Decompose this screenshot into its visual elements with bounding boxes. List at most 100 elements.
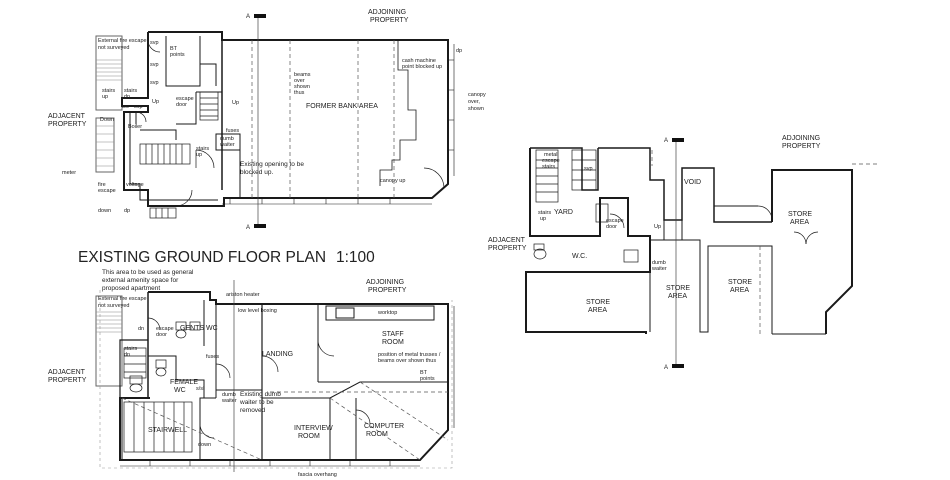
ground-floor-labels: ADJOINING PROPERTY External fire escape … (48, 9, 486, 231)
bt-points-ff-1: BT (420, 370, 428, 376)
escape-door-ff-2: door (156, 332, 167, 338)
section-a-2: A (246, 225, 250, 231)
adjacent-label-2: PROPERTY (48, 121, 87, 128)
ground-floor-plan (95, 14, 455, 228)
svp-label-3: svp (150, 80, 159, 86)
store-area-2-b: AREA (668, 293, 687, 300)
ext-escape-ff-2: not surveyed (98, 303, 130, 309)
stairs-up-2: up (102, 94, 108, 100)
former-bank-label: FORMER BANK AREA (306, 103, 378, 110)
svp-label-4: svp (134, 104, 143, 110)
void-label: VOID (684, 179, 701, 186)
beams-2: over (294, 78, 305, 84)
dumb-waiter-b-1: dumb (652, 260, 666, 266)
existing-opening-1: Existing opening to be (240, 161, 304, 168)
metal-escape-2: escape (542, 158, 560, 164)
existing-opening-2: blocked up. (240, 169, 273, 176)
fascia-label: fascia overhang (298, 472, 337, 478)
beams-4: thus (294, 90, 305, 96)
interview-2: ROOM (298, 433, 320, 440)
existing-dumb-2: waiter to be (239, 399, 274, 406)
existing-dumb-1: Existing dumb (240, 391, 281, 398)
adjoining-ff-2: PROPERTY (368, 287, 407, 294)
metal-escape-1: metal (544, 152, 557, 158)
staff-room-1: STAFF (382, 331, 404, 338)
stairs-dn-ff-1: stairs (124, 346, 137, 352)
metal-trusses-1: position of metal trusses / (378, 352, 441, 358)
sink-label: s/sl (196, 386, 204, 392)
adjoining-label-1: ADJOINING (368, 9, 406, 16)
existing-dumb-3: removed (240, 407, 266, 414)
down-label: Down (100, 117, 114, 123)
basement-labels: ADJOINING PROPERTY metal escape stairs s… (488, 135, 821, 371)
cash-machine-1: cash machine (402, 58, 436, 64)
dumb-waiter-b-2: waiter (651, 266, 667, 272)
stairwell-label: STAIRWELL (148, 427, 187, 434)
svp-label-2: svp (150, 62, 159, 68)
female-wc-2: WC (174, 387, 186, 394)
down-lower-label: down (98, 208, 111, 214)
adjacent-ff-1: ADJACENT (48, 369, 86, 376)
dp-label-2: dp (124, 208, 130, 214)
adjoining-ff-1: ADJOINING (366, 279, 404, 286)
boiler-label: Boiler (128, 124, 142, 130)
adjoining-label-2: PROPERTY (370, 17, 409, 24)
up-label: Up (152, 99, 159, 105)
adjacent-b-1: ADJACENT (488, 237, 526, 244)
beams-3: shown (294, 84, 310, 90)
staff-room-2: ROOM (382, 339, 404, 346)
section-a-3: A (664, 138, 668, 144)
cash-machine-2: point blocked up (402, 64, 442, 70)
fire-escape-2: escape (98, 188, 116, 194)
worktop-label: worktop (377, 310, 397, 316)
ariston-label: ariston heater (226, 292, 260, 298)
section-a-1: A (246, 14, 250, 20)
metal-trusses-2: beams over shown thus (378, 358, 436, 364)
adjoining-b-2: PROPERTY (782, 143, 821, 150)
adjacent-b-2: PROPERTY (488, 245, 527, 252)
adjacent-ff-2: PROPERTY (48, 377, 87, 384)
section-a-4: A (664, 365, 668, 371)
ext-escape-label-2: not surveyed (98, 45, 130, 51)
dumb-waiter-2: waiter (219, 142, 235, 148)
adjacent-label-1: ADJACENT (48, 113, 86, 120)
interview-1: INTERVIEW (294, 425, 333, 432)
canopy-2: over, (468, 99, 480, 105)
amenity-1: This area to be used as general (102, 269, 194, 276)
svp-b-label: svp (584, 166, 593, 172)
stairs-up-3: stairs (196, 146, 209, 152)
gents-wc-label: GENTS WC (180, 325, 218, 332)
escape-door-1: escape (176, 96, 194, 102)
bt-points-1: BT (170, 46, 178, 52)
stairs-up-1: stairs (102, 88, 115, 94)
ext-escape-ff-1: External fire escape (98, 296, 147, 302)
plan-scale: 1:100 (336, 249, 375, 266)
store-area-1-a: STORE (788, 211, 812, 218)
stairs-up-b-2: up (540, 216, 546, 222)
escape-door-b-2: door (606, 224, 617, 230)
meter-label: meter (62, 170, 76, 176)
store-area-3-b: AREA (730, 287, 749, 294)
escape-door-b-1: escape (606, 218, 624, 224)
wc-label: wc (121, 104, 129, 110)
amenity-3: proposed apartment (102, 285, 160, 292)
store-area-1-b: AREA (790, 219, 809, 226)
stairs-dn-ff-2: dn (124, 352, 130, 358)
up-label-2: Up (232, 100, 239, 106)
stairs-dn-1: stairs (124, 88, 137, 94)
landing-label: LANDING (262, 351, 293, 358)
stairs-up-b-1: stairs (538, 210, 551, 216)
adjoining-b-1: ADJOINING (782, 135, 820, 142)
bt-points-2: points (170, 52, 185, 58)
escape-door-2: door (176, 102, 187, 108)
fuses-label: fuses (226, 128, 239, 134)
first-floor-plan (95, 280, 455, 472)
store-area-4-b: AREA (588, 307, 607, 314)
svp-label: svp (150, 40, 159, 46)
fire-escape-1: fire (98, 182, 106, 188)
first-floor-labels: This area to be used as general external… (48, 269, 441, 478)
store-area-2-a: STORE (666, 285, 690, 292)
canopy-up-label: canopy up (380, 178, 405, 184)
voltage-label: voltage (126, 182, 144, 188)
